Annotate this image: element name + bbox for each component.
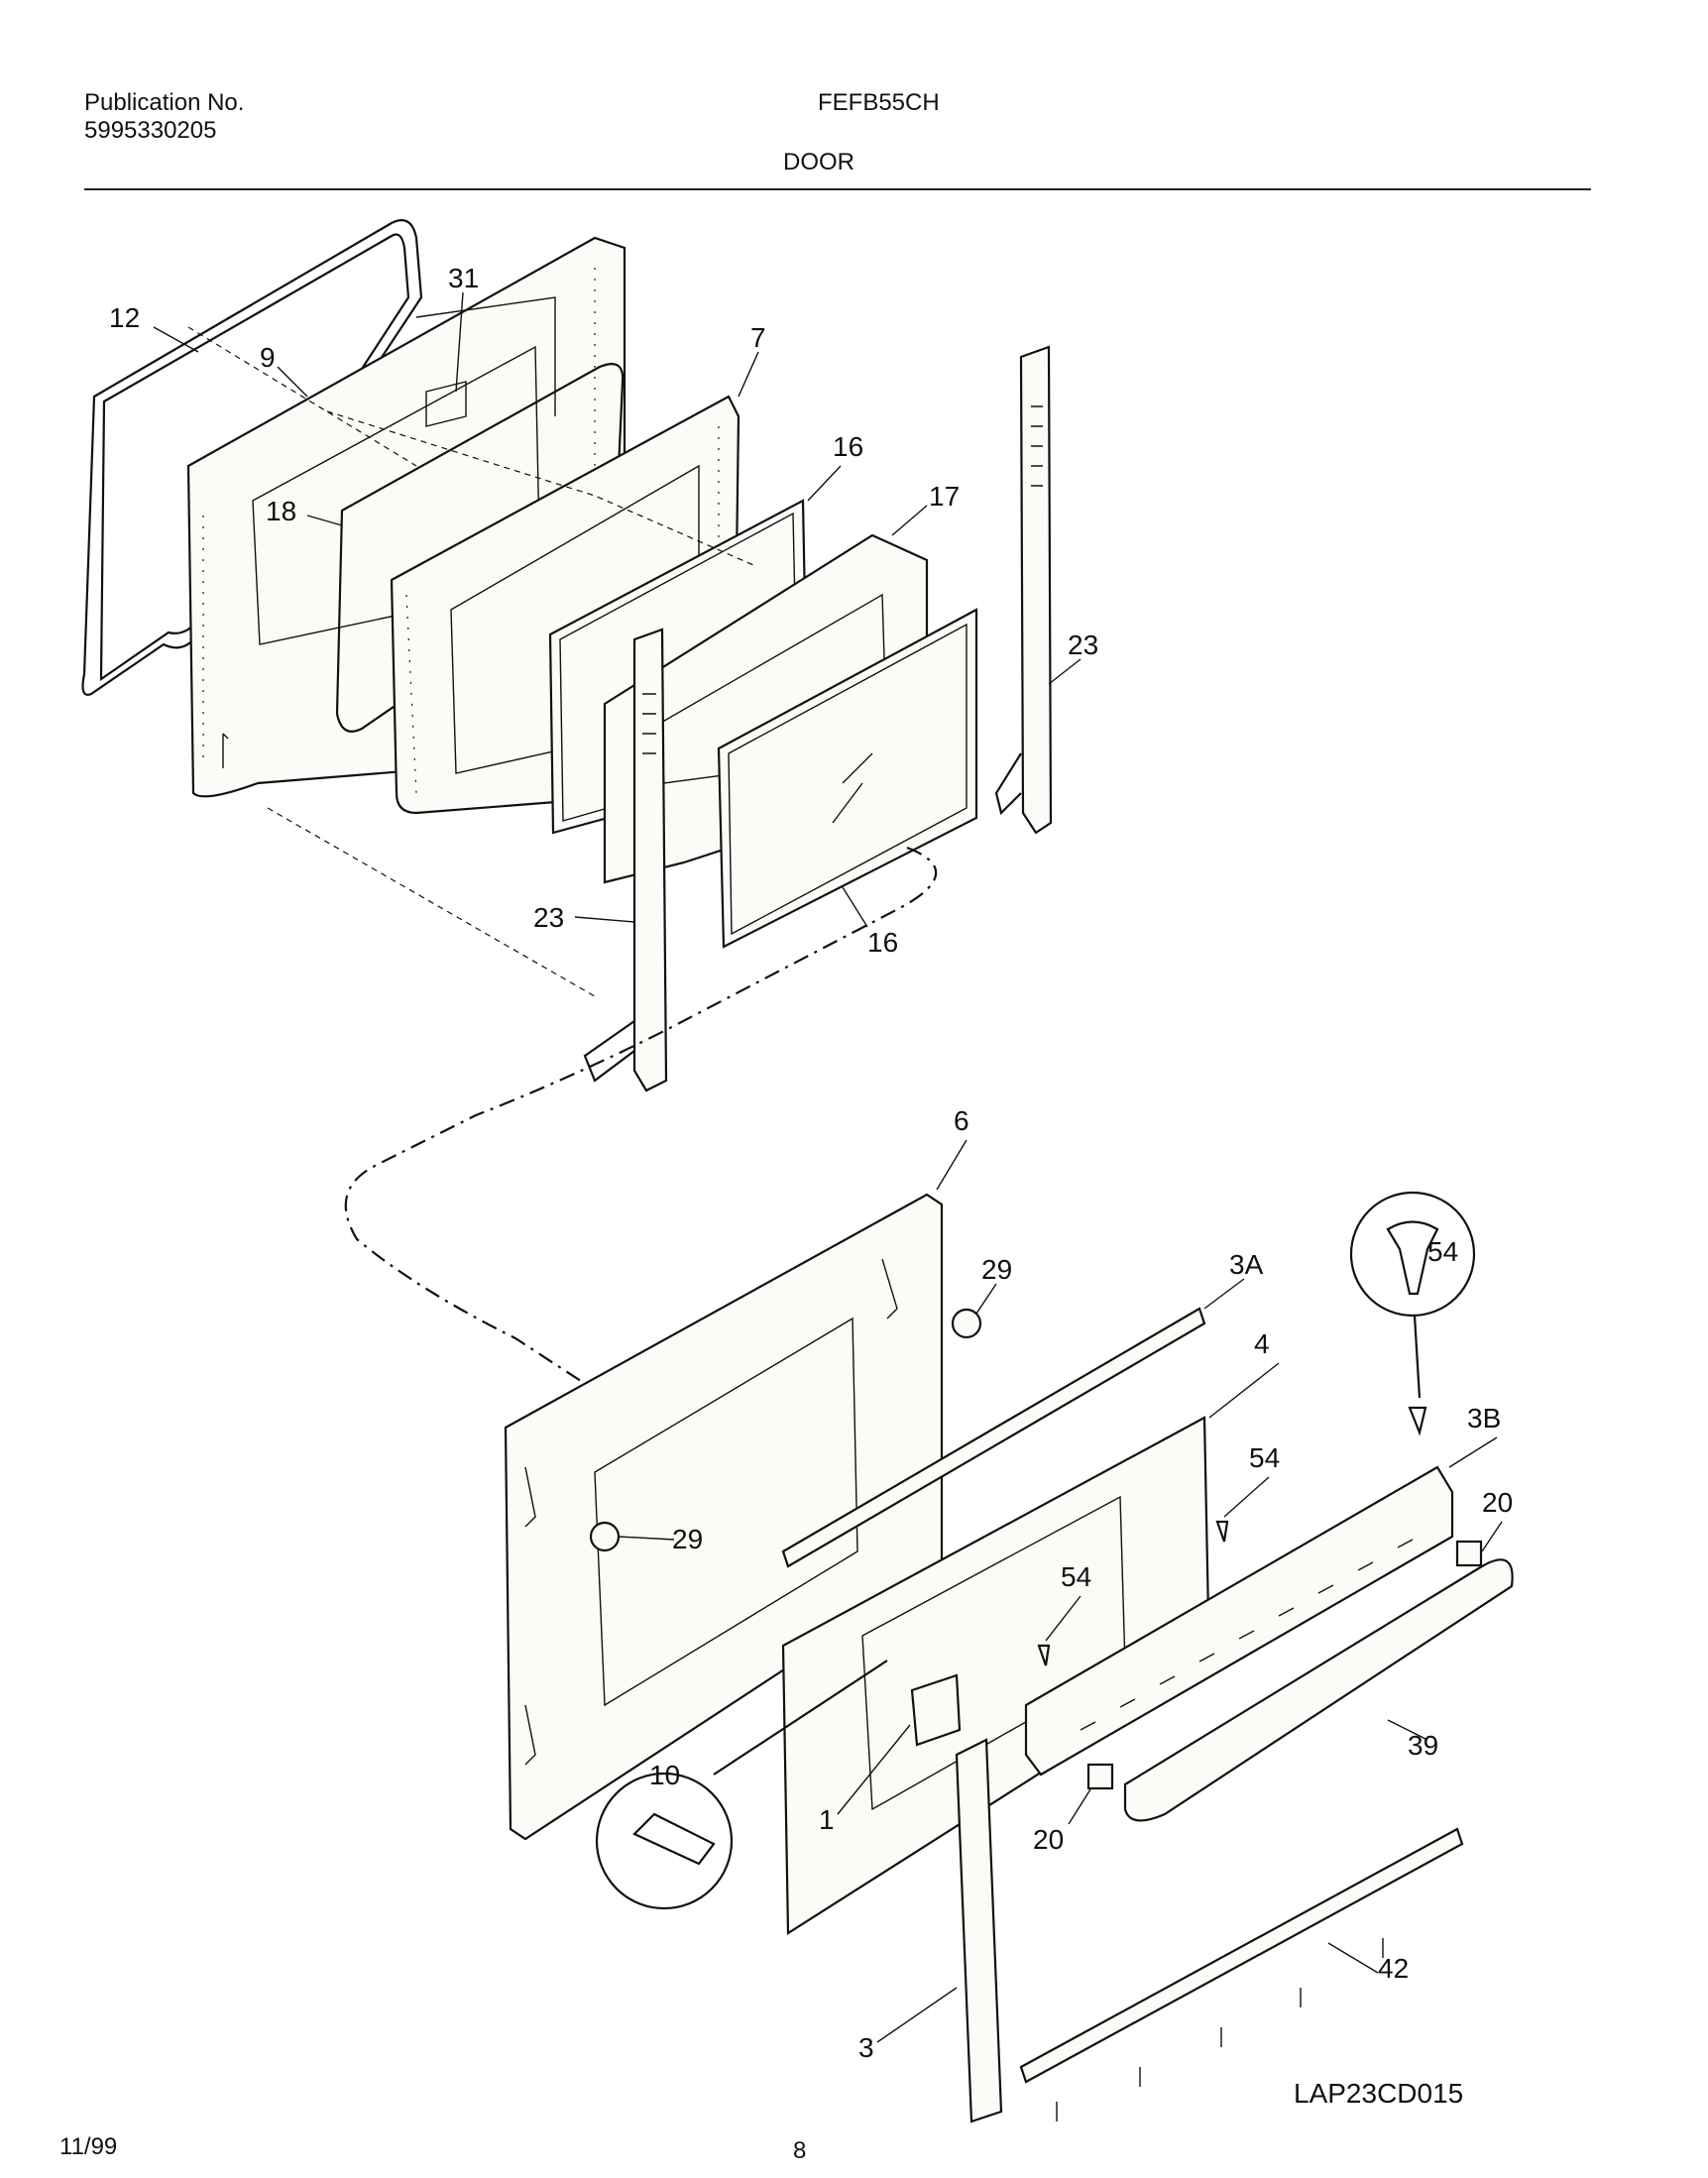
callout-42: 42 [1378, 1953, 1409, 1984]
bottom-bracket [1019, 1827, 1464, 2084]
callout-29-upper: 29 [981, 1254, 1012, 1285]
callout-1: 1 [819, 1804, 835, 1835]
callout-16-lower: 16 [867, 927, 898, 958]
guide-line [267, 807, 596, 997]
callout-23-left: 23 [533, 902, 564, 933]
callout-4: 4 [1254, 1328, 1270, 1359]
screw-detail-circle [1349, 1191, 1476, 1399]
bracket-screws [1056, 1938, 1384, 2121]
door-top-channel [1024, 1465, 1454, 1777]
door-bumper-upper [951, 1308, 982, 1339]
callout-leaders [153, 291, 1503, 2043]
callout-20-left: 20 [1033, 1824, 1064, 1855]
callout-12: 12 [109, 302, 140, 333]
assembly-connection-line [344, 846, 938, 1488]
door-hinge-left [583, 628, 668, 1092]
publication-label: Publication No. [84, 89, 245, 116]
callout-31: 31 [448, 263, 479, 293]
section-title: DOOR [783, 149, 854, 175]
footer-date: 11/99 [59, 2133, 118, 2160]
header-rule [84, 188, 1591, 190]
handle-bracket [910, 1673, 962, 1747]
callout-3B: 3B [1467, 1403, 1501, 1433]
screw-upper [1215, 1520, 1229, 1543]
figure-code: LAP23CD015 [1294, 2078, 1464, 2109]
callout-3: 3 [858, 2032, 874, 2063]
callout-39: 39 [1408, 1730, 1438, 1761]
handle-end-cap-right [1455, 1540, 1483, 1567]
callout-18: 18 [266, 496, 296, 526]
callout-54-middle: 54 [1061, 1561, 1091, 1592]
side-trim [955, 1738, 1003, 2123]
callout-6: 6 [954, 1105, 969, 1136]
page-number: 8 [793, 2137, 807, 2164]
callout-17: 17 [929, 481, 960, 512]
screw-top [1408, 1406, 1427, 1436]
model-number: FEFB55CH [818, 89, 940, 116]
door-handle [1123, 1558, 1514, 1822]
screw-middle [1037, 1644, 1051, 1666]
screw-detail-circle-10 [595, 1660, 888, 1910]
callout-16-upper: 16 [833, 431, 863, 462]
window-glass-lower [717, 608, 978, 949]
callout-9: 9 [260, 342, 276, 373]
callout-10: 10 [649, 1760, 680, 1790]
guide-line [187, 326, 754, 566]
door-clip [425, 381, 467, 427]
callout-23-right: 23 [1068, 630, 1098, 660]
callout-7: 7 [750, 322, 766, 353]
callout-54-right: 54 [1249, 1442, 1280, 1473]
handle-end-cap-left [1086, 1763, 1114, 1790]
door-hinge-right [994, 345, 1053, 835]
callout-3A: 3A [1229, 1249, 1264, 1280]
callout-54-detail: 54 [1427, 1236, 1458, 1267]
door-bumper-lower [589, 1521, 621, 1552]
top-trim-strip [781, 1307, 1206, 1568]
callout-29-lower: 29 [672, 1524, 703, 1554]
callout-20-right: 20 [1482, 1487, 1513, 1518]
publication-number: 5995330205 [84, 117, 217, 144]
